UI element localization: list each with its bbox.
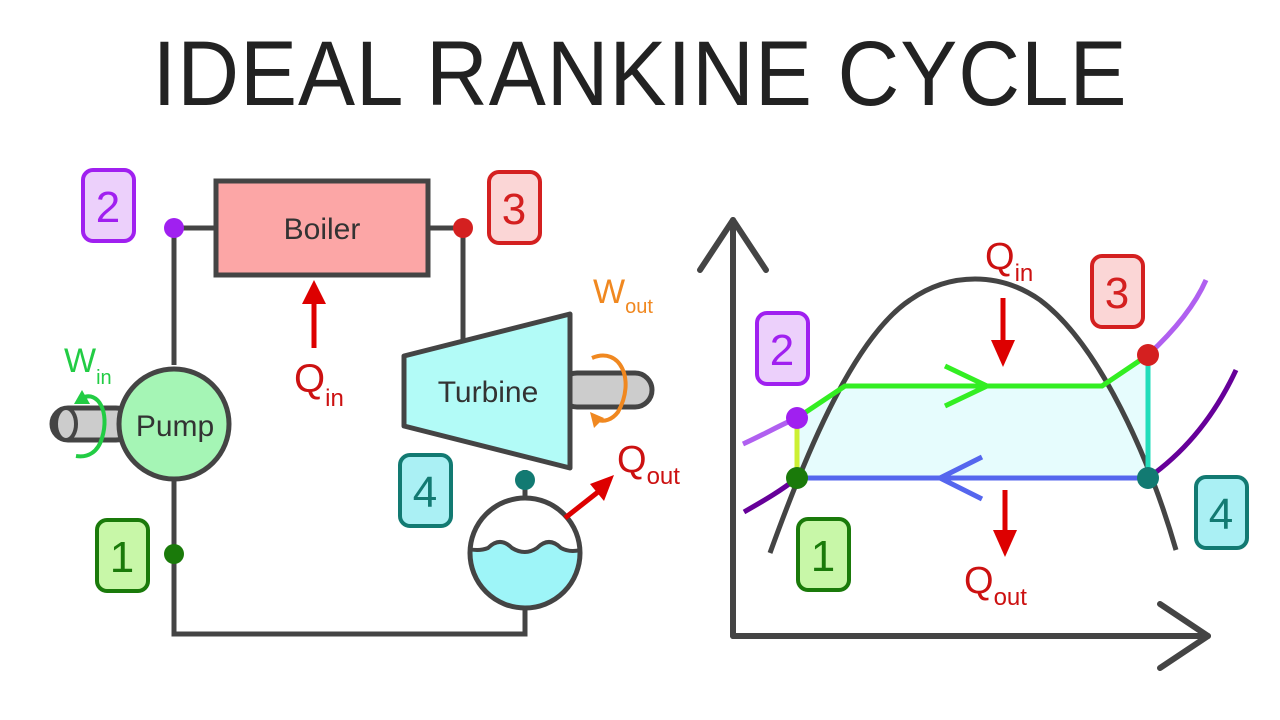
heat-out-arrow-icon [563,490,600,520]
schematic-state-badge-1: 1 [95,518,150,593]
pump[interactable]: Pump Win [49,342,232,482]
badge-4-text: 4 [413,468,437,517]
schematic-node-3 [453,218,473,238]
condenser-water [470,540,580,608]
schematic-state-badge-3: 3 [487,170,542,245]
ts-qout-sub: out [994,584,1028,611]
schematic-win-label: Win [64,342,112,389]
turbine-body [401,311,573,471]
schematic-node-1 [164,544,184,564]
pump-label: Pump [136,410,214,443]
condenser-outline [467,495,583,611]
condense-direction-arrow-icon [934,454,984,502]
condenser[interactable] [465,495,586,612]
saturation-dome [767,276,1179,554]
work-out-arrowhead-icon [590,412,604,428]
ts-badge-2-text: 2 [770,326,794,375]
ts-badge-1-text: 1 [811,532,835,581]
schematic: Boiler Qin Turbine Wout [49,168,680,637]
ts-qin-sub: in [1015,260,1034,287]
ts-diagram: Qin Qout 2 3 1 4 [697,217,1249,671]
schematic-qin-label: Qin [294,357,344,412]
boil-direction-arrow-icon [943,363,993,409]
turbine-shaft [557,370,655,410]
pipe-boiler-to-turbine [428,225,466,340]
isobar-low-pressure-superheat [1146,368,1239,481]
boiler[interactable]: Boiler [213,178,431,278]
pump-shaft-end [54,406,78,442]
ts-state-badge-3: 3 [1090,254,1145,329]
ts-point-1 [786,467,808,489]
badge-2-text: 2 [96,183,120,232]
schematic-node-4 [515,470,535,490]
turbine-label: Turbine [438,376,539,409]
ts-point-4 [1137,467,1159,489]
process-2-3-heat-addition [795,352,1150,421]
isobar-high-pressure-superheat [1146,278,1209,357]
ts-heat-out: Qout [964,490,1027,611]
badge-1-text: 1 [110,533,134,582]
win-sub: in [96,367,112,389]
wout-main: W [593,273,625,311]
schematic-wout-label: Wout [593,273,653,318]
qin-main: Q [294,357,325,401]
ts-qout-label: Qout [964,560,1027,611]
schematic-state-badge-4: 4 [398,453,453,528]
page-title: IDEAL RANKINE CYCLE [152,23,1128,125]
ts-qin-label: Qin [985,236,1033,287]
qout-main: Q [617,439,647,481]
badge-3-text: 3 [502,185,526,234]
heat-out-arrowhead-icon [590,475,614,501]
boiler-label: Boiler [284,213,361,246]
boiler-body [213,178,431,278]
condenser-heat-output: Qout [563,439,680,520]
heat-in-arrowhead-icon [302,280,326,304]
ts-point-2 [786,407,808,429]
pump-body [116,366,232,482]
pipe-pump-to-boiler [171,225,217,365]
ts-heat-in: Qin [985,236,1033,367]
work-in-rotation-icon [75,394,107,459]
work-out-rotation-icon [591,353,628,423]
ts-heat-in-arrowhead-icon [991,340,1015,367]
boiler-heat-input: Qin [294,280,344,412]
turbine[interactable]: Turbine Wout [401,273,655,471]
y-axis-arrowhead-icon [697,217,769,273]
axes [697,217,1211,671]
ts-state-badge-2: 2 [755,311,810,386]
x-axis-arrowhead-icon [1157,601,1211,671]
ts-heat-out-arrowhead-icon [993,530,1017,557]
ts-qin-main: Q [985,236,1015,278]
ts-badge-4-text: 4 [1209,490,1233,539]
cycle-area [797,355,1148,478]
wout-sub: out [625,296,653,318]
qout-sub: out [647,463,681,490]
schematic-state-badge-2: 2 [81,168,136,243]
ts-badge-3-text: 3 [1105,269,1129,318]
schematic-node-2 [164,218,184,238]
qin-sub: in [325,385,344,412]
ts-point-3 [1137,344,1159,366]
win-main: W [64,342,96,380]
ts-state-badge-4: 4 [1194,475,1249,550]
schematic-qout-label: Qout [617,439,680,490]
work-in-arrowhead-icon [74,390,90,404]
ts-qout-main: Q [964,560,994,602]
ts-state-badge-1: 1 [796,517,851,592]
